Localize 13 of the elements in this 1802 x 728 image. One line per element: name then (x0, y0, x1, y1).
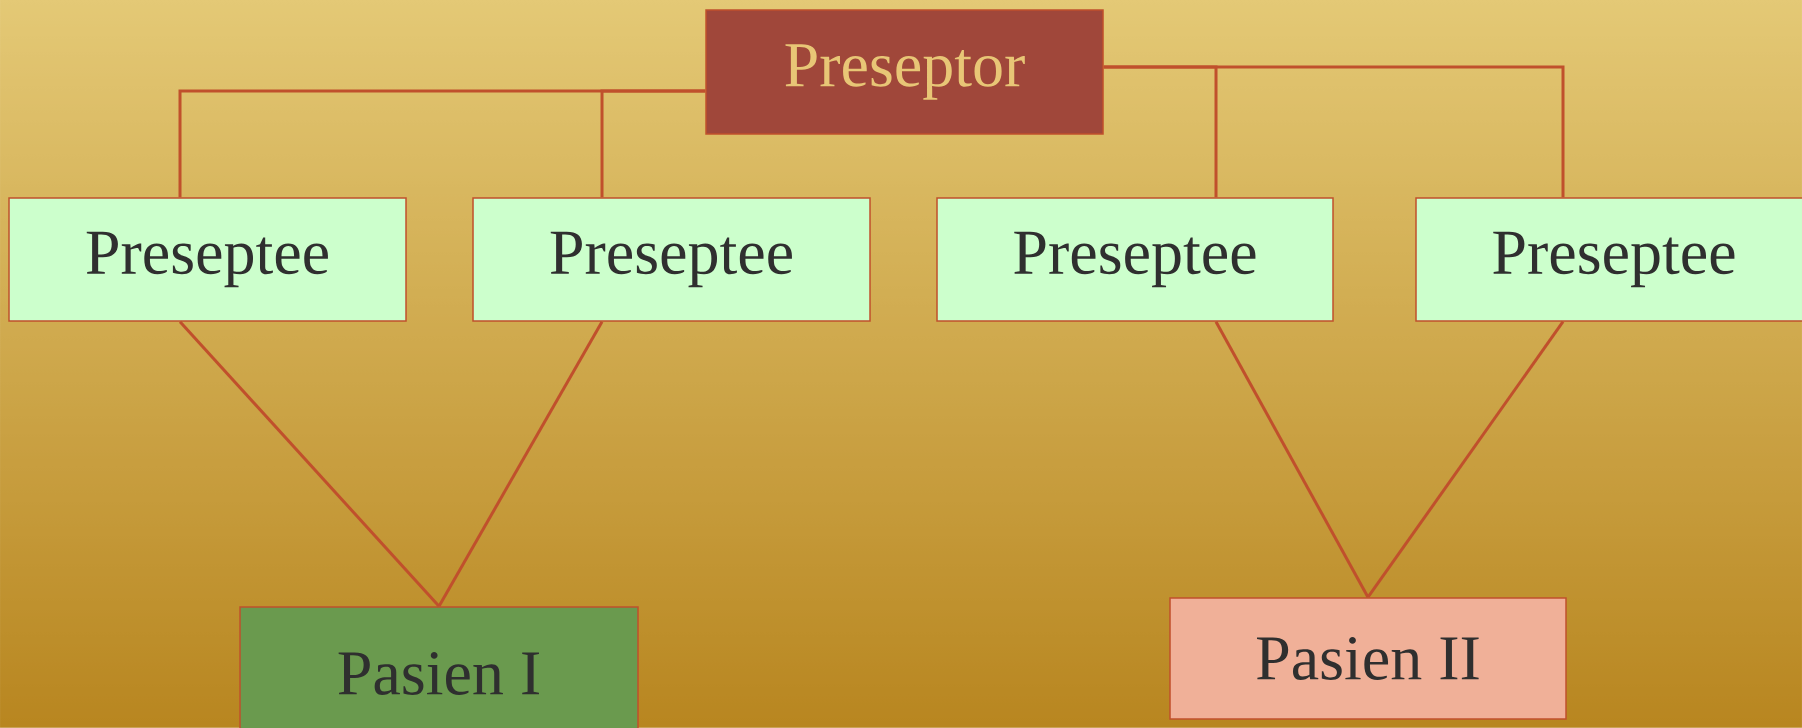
connector-line (178, 320, 441, 608)
connector-line (600, 89, 706, 198)
connector-line (437, 321, 604, 607)
role-box: Preseptee (936, 197, 1334, 322)
connector-line (1214, 321, 1370, 598)
patient-box: Pasien II (1169, 597, 1567, 720)
connector-line (1103, 65, 1565, 198)
connector-line (1366, 320, 1565, 599)
role-box: Preseptee (8, 197, 407, 322)
role-box: Preseptee (472, 197, 871, 322)
patient-box: Pasien I (239, 606, 639, 728)
title-box: Preseptor (705, 9, 1104, 135)
role-box: Preseptee (1415, 197, 1802, 322)
